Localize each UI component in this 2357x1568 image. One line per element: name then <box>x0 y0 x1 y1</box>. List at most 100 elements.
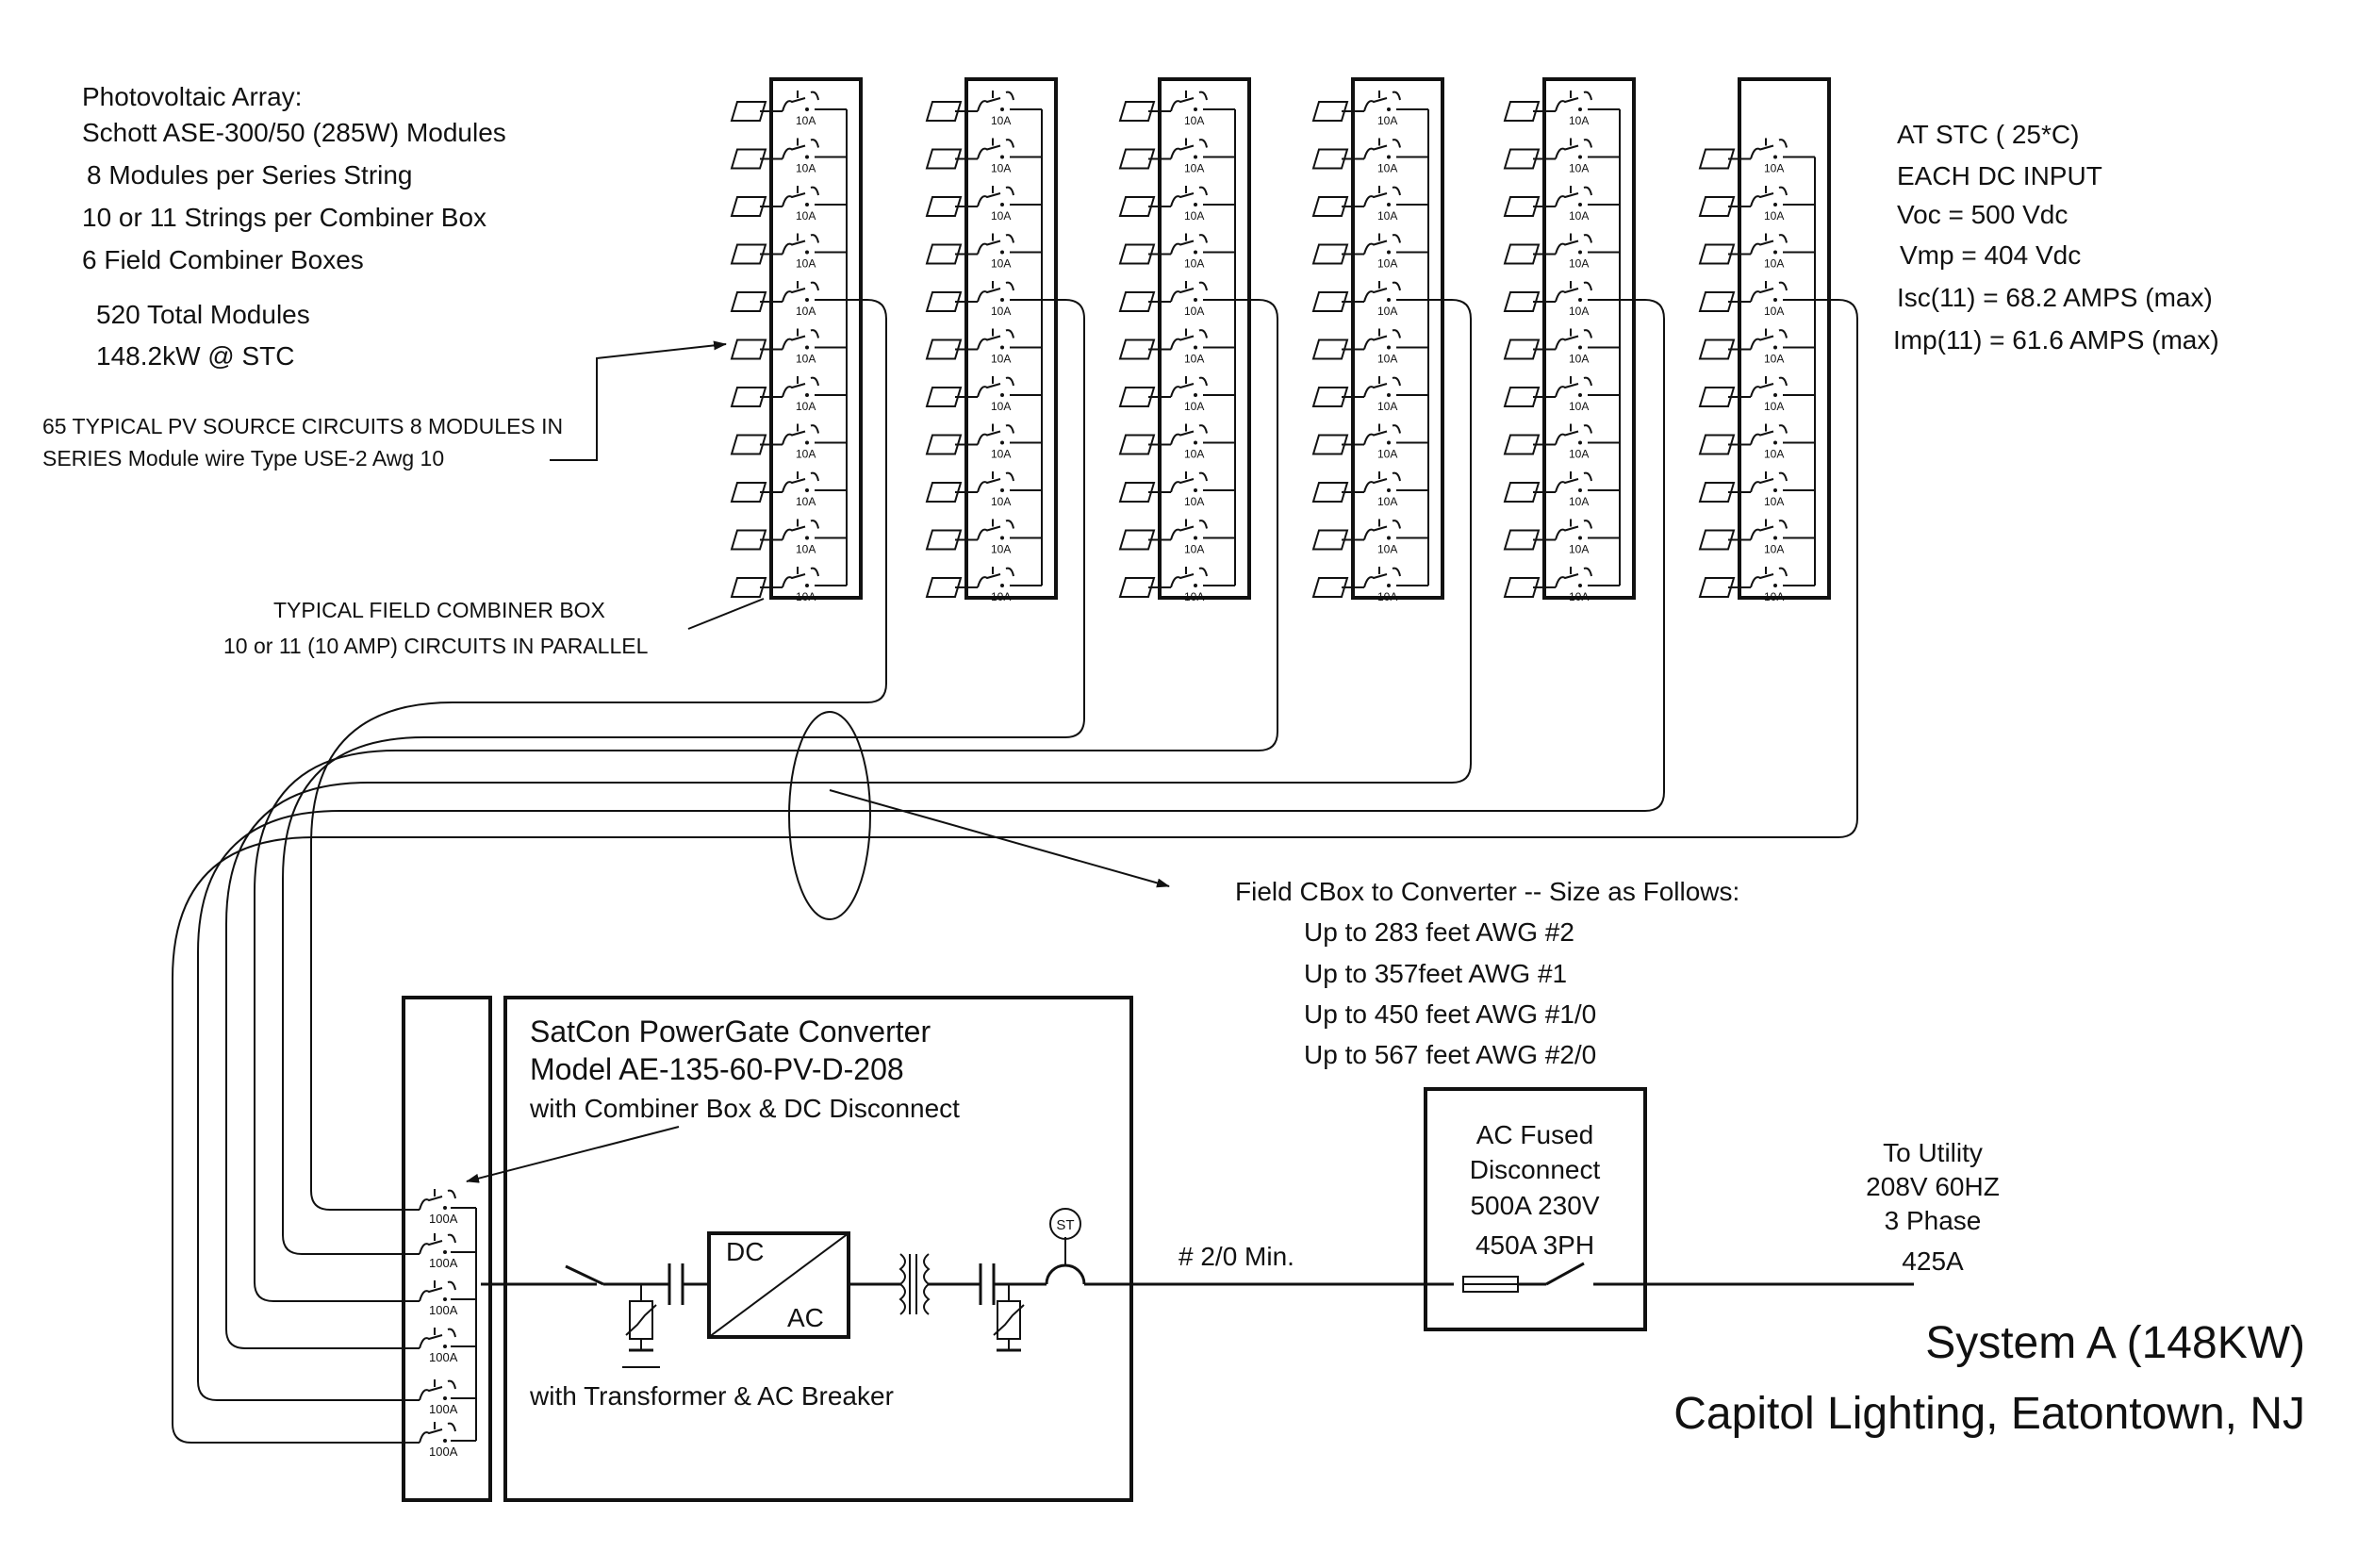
fuse-symbol <box>1750 519 1788 540</box>
combiner-note-line: TYPICAL FIELD COMBINER BOX <box>273 598 605 622</box>
fuse-terminal <box>1773 440 1777 445</box>
fuse-symbol <box>977 186 1014 207</box>
fuse-symbol <box>1363 328 1401 350</box>
pv-module-icon <box>1311 148 1349 170</box>
fuse-rating-label: 10A <box>991 590 1011 603</box>
fuse-rating-label: 10A <box>1184 114 1204 127</box>
stc-line: Vmp = 404 Vdc <box>1900 240 2081 270</box>
fuse-terminal <box>1773 203 1777 206</box>
ac-disconnect-line: 450A 3PH <box>1475 1230 1594 1260</box>
fuse-symbol <box>782 328 819 350</box>
converter-fuse-5: 100A <box>419 1379 476 1416</box>
fuse-rating-label: 10A <box>1184 353 1204 366</box>
shunt-trip-label: ST <box>1056 1217 1074 1233</box>
wire-sizing-line: Up to 357feet AWG #1 <box>1304 959 1567 988</box>
fuse-rating-label: 10A <box>1184 543 1204 556</box>
pv-module-icon <box>925 148 963 170</box>
fuse-rating-label: 100A <box>429 1402 458 1416</box>
fuse-rating-label: 10A <box>991 400 1011 413</box>
fuse-rating-label: 10A <box>1764 448 1784 461</box>
fuse-terminal <box>1578 536 1582 540</box>
fuse-terminal <box>1387 536 1391 540</box>
wire-bundle-ellipse <box>788 711 871 920</box>
shunt-trip-indicator <box>1049 1208 1081 1240</box>
pv-module-icon <box>1311 577 1349 598</box>
fuse-symbol <box>782 423 819 445</box>
system-title: System A (148KW) <box>1925 1318 2305 1368</box>
wire-sizing-note: Field CBox to Converter -- Size as Follo… <box>1235 877 1739 1069</box>
fuse-symbol <box>782 91 819 112</box>
pv-module-icon <box>925 529 963 551</box>
fuse-symbol <box>782 471 819 493</box>
converter-combiner-box <box>402 996 492 1502</box>
fuse-rating-label: 10A <box>1184 495 1204 508</box>
fuse-terminal <box>1387 107 1391 111</box>
fuse-symbol <box>1170 376 1208 398</box>
fuse-terminal <box>1578 250 1582 255</box>
fuse-symbol <box>1170 91 1208 112</box>
fuse-rating-label: 10A <box>1184 209 1204 223</box>
fuse-rating-label: 10A <box>1764 543 1784 556</box>
fuse-terminal <box>1773 298 1777 302</box>
fuse-symbol <box>1363 376 1401 398</box>
fuse-rating-label: 10A <box>1184 305 1204 318</box>
location-title: Capitol Lighting, Eatontown, NJ <box>1673 1389 2305 1439</box>
converter-box <box>503 996 1133 1502</box>
pv-module-icon <box>925 434 963 455</box>
fuse-terminal <box>1578 488 1582 492</box>
fuse-rating-label: 10A <box>796 590 816 603</box>
utility-notes: To Utility 208V 60HZ 3 Phase 425A <box>1866 1138 2000 1276</box>
pv-module-icon <box>1311 196 1349 217</box>
converter-line: with Combiner Box & DC Disconnect <box>529 1094 960 1123</box>
pv-array-line: 148.2kW @ STC <box>96 341 294 371</box>
fuse-rating-label: 10A <box>991 162 1011 175</box>
fuse-symbol <box>977 138 1014 159</box>
stc-line: AT STC ( 25*C) <box>1897 120 2079 149</box>
fuse-symbol <box>1750 233 1788 255</box>
fuse-terminal <box>1194 107 1197 111</box>
fuse-terminal <box>1578 203 1582 206</box>
source-circuits-line: 65 TYPICAL PV SOURCE CIRCUITS 8 MODULES … <box>42 414 563 438</box>
pv-array-line: 10 or 11 Strings per Combiner Box <box>82 203 486 232</box>
pv-module-icon <box>730 434 767 455</box>
pv-module-icon <box>925 482 963 503</box>
fuse-terminal <box>1387 203 1391 206</box>
fuse-symbol <box>977 519 1014 540</box>
fuse-terminal <box>1578 155 1582 159</box>
pv-module-icon <box>925 196 963 217</box>
inverter-diagonal <box>708 1232 849 1338</box>
fuse-terminal <box>1773 345 1777 350</box>
fuse-terminal <box>1578 107 1582 111</box>
fuse-rating-label: 10A <box>1184 400 1204 413</box>
fuse-terminal <box>1000 584 1004 587</box>
fuse-terminal <box>1000 488 1004 492</box>
converter-line: Model AE-135-60-PV-D-208 <box>530 1052 904 1086</box>
converter-labels: SatCon PowerGate Converter Model AE-135-… <box>529 1015 960 1411</box>
converter-fuse-2: 100A <box>419 1233 476 1270</box>
pv-module-icon <box>1698 434 1736 455</box>
pv-module-icon <box>1503 196 1541 217</box>
fuse-rating-label: 10A <box>1764 305 1784 318</box>
wire-sizing-line: Up to 450 feet AWG #1/0 <box>1304 999 1596 1029</box>
pv-module-icon <box>1698 387 1736 407</box>
fuse-terminal <box>443 1206 447 1210</box>
fuse-symbol <box>1170 281 1208 303</box>
fuse-terminal <box>443 1250 447 1254</box>
pv-module-icon <box>1118 577 1156 598</box>
homerun-wire-6 <box>172 299 1858 1444</box>
fuse-terminal <box>443 1297 447 1301</box>
pv-array-line: 6 Field Combiner Boxes <box>82 245 364 274</box>
utility-line: 3 Phase <box>1885 1206 1982 1235</box>
fuse-symbol <box>1750 567 1788 588</box>
fuse-symbol <box>782 281 819 303</box>
source-circuits-line: SERIES Module wire Type USE-2 Awg 10 <box>42 446 444 470</box>
fuse-rating-label: 10A <box>1184 257 1204 271</box>
pv-module-icon <box>1698 338 1736 360</box>
fuse-symbol <box>419 1422 456 1444</box>
pv-module-icon <box>730 338 767 360</box>
converter-fuse-4: 100A <box>419 1328 476 1364</box>
pv-module-icon <box>1503 101 1541 122</box>
